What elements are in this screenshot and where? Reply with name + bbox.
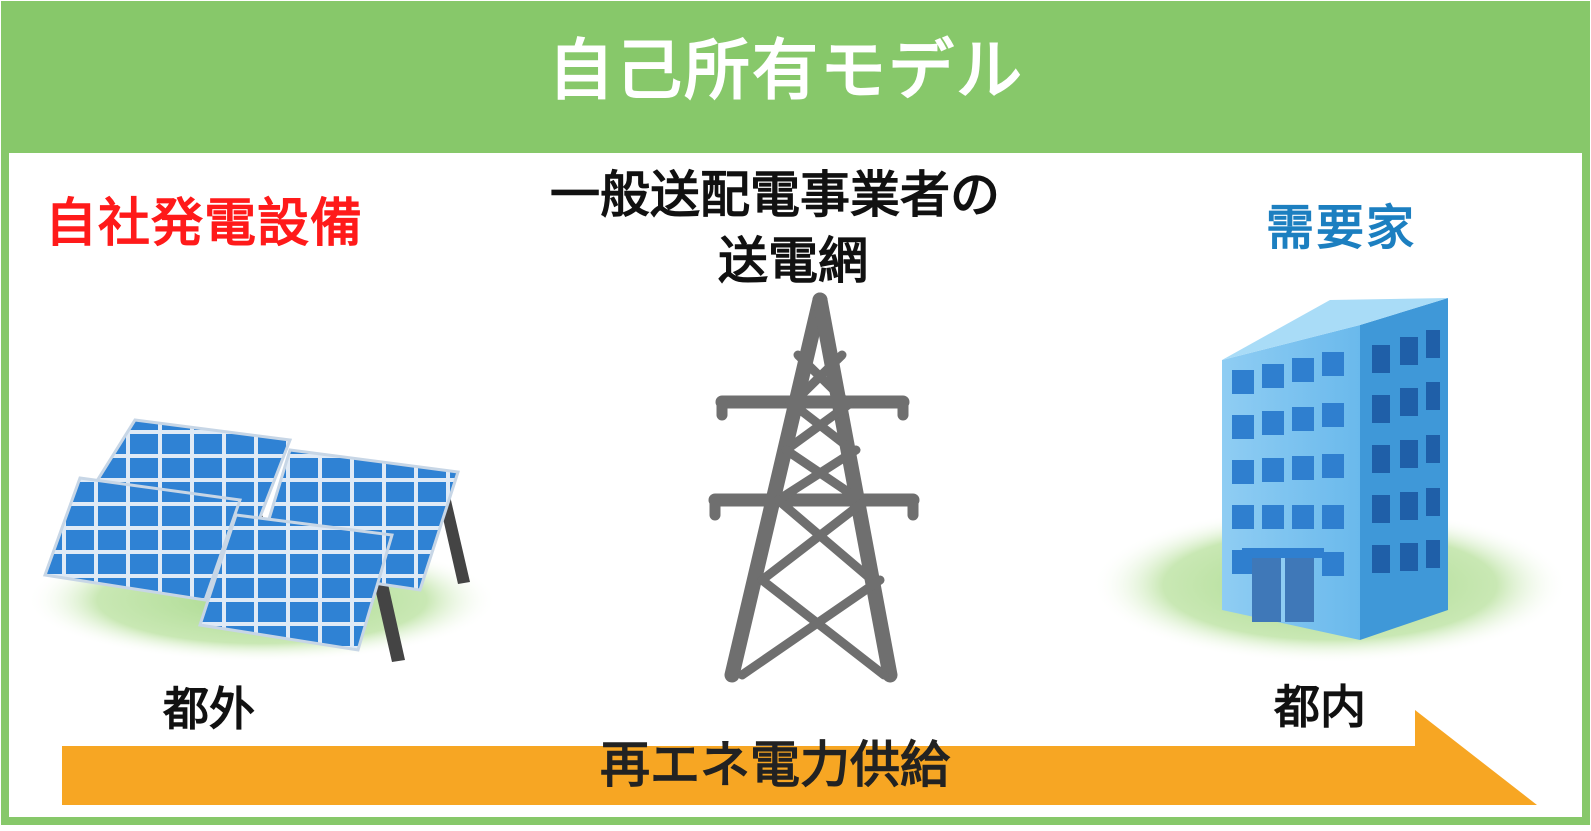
generator-location: 都外 (163, 682, 255, 736)
office-building-icon (1092, 298, 1568, 663)
grid-label-line1: 一般送配電事業者の (550, 166, 1000, 224)
solar-panel-icon (27, 418, 497, 662)
grid-label-line2: 送電網 (718, 232, 868, 290)
generator-label: 自社発電設備 (45, 194, 364, 254)
supply-arrow-label: 再エネ電力供給 (600, 736, 950, 794)
page-title: 自己所有モデル (548, 32, 1024, 109)
consumer-location: 都内 (1274, 680, 1366, 734)
arrow-right-icon (62, 710, 1537, 805)
consumer-label: 需要家 (1266, 200, 1417, 256)
header-bar (5, 5, 1586, 153)
transmission-tower-icon (708, 292, 920, 683)
